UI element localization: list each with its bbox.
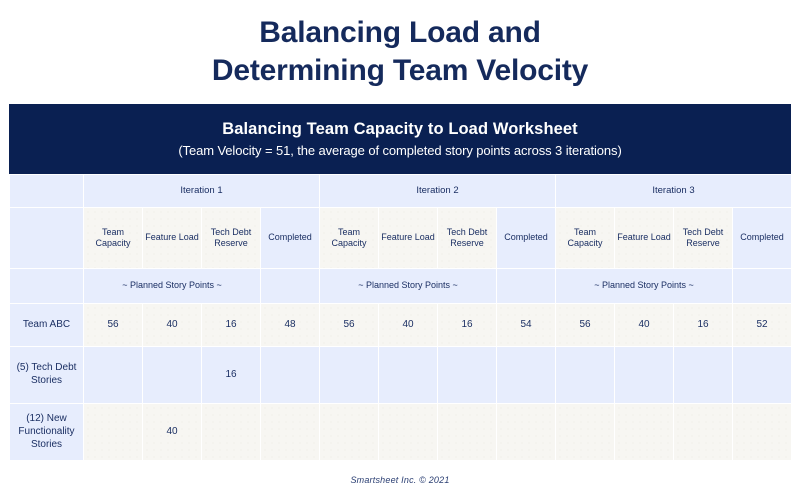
table-row: Team ABC 56 40 16 48 56 40 16 54 56 40 1… — [9, 303, 792, 348]
cell-r1-c9[interactable] — [614, 346, 674, 405]
cell-r0-c4[interactable]: 56 — [319, 303, 379, 348]
subheader-i2-completed: Completed — [496, 207, 556, 270]
cell-r0-c2[interactable]: 16 — [201, 303, 261, 348]
cell-r1-c11[interactable] — [732, 346, 792, 405]
cell-r0-c3[interactable]: 48 — [260, 303, 320, 348]
subheader-i1-completed: Completed — [260, 207, 320, 270]
worksheet: Balancing Team Capacity to Load Workshee… — [9, 103, 792, 462]
planned-spacer-3 — [732, 268, 792, 305]
cell-r0-c7[interactable]: 54 — [496, 303, 556, 348]
cell-r1-c4[interactable] — [319, 346, 379, 405]
subheader-i3-team-capacity: Team Capacity — [555, 207, 615, 270]
page-title: Balancing Load and Determining Team Velo… — [0, 0, 800, 91]
planned-spacer-1 — [260, 268, 320, 305]
cell-r2-c0[interactable] — [83, 403, 143, 462]
iteration-header-3: Iteration 3 — [555, 174, 792, 209]
cell-r2-c4[interactable] — [319, 403, 379, 462]
page-title-line-2: Determining Team Velocity — [211, 54, 589, 88]
cell-r2-c5[interactable] — [378, 403, 438, 462]
cell-r1-c1[interactable] — [142, 346, 202, 405]
planned-story-points-2: ~ Planned Story Points ~ — [319, 268, 497, 305]
cell-r2-c8[interactable] — [555, 403, 615, 462]
cell-r2-c7[interactable] — [496, 403, 556, 462]
cell-r2-c2[interactable] — [201, 403, 261, 462]
subheader-i3-feature-load: Feature Load — [614, 207, 674, 270]
planned-story-points-1: ~ Planned Story Points ~ — [83, 268, 261, 305]
row-label-new-functionality-stories: (12) New Functionality Stories — [9, 403, 84, 462]
cell-r2-c11[interactable] — [732, 403, 792, 462]
cell-r0-c6[interactable]: 16 — [437, 303, 497, 348]
table-corner-cell-2 — [9, 207, 84, 270]
iteration-header-2: Iteration 2 — [319, 174, 556, 209]
subheader-i1-tech-debt-reserve: Tech Debt Reserve — [201, 207, 261, 270]
table-corner-cell-3 — [9, 268, 84, 305]
table-row: (12) New Functionality Stories 40 — [9, 403, 792, 462]
cell-r1-c0[interactable] — [83, 346, 143, 405]
cell-r0-c8[interactable]: 56 — [555, 303, 615, 348]
page-title-line-1: Balancing Load and — [259, 16, 541, 49]
table-row-iteration-headers: Iteration 1 Iteration 2 Iteration 3 — [9, 174, 792, 209]
cell-r0-c5[interactable]: 40 — [378, 303, 438, 348]
planned-story-points-3: ~ Planned Story Points ~ — [555, 268, 733, 305]
cell-r1-c5[interactable] — [378, 346, 438, 405]
cell-r1-c2[interactable]: 16 — [201, 346, 261, 405]
planned-spacer-2 — [496, 268, 556, 305]
cell-r0-c1[interactable]: 40 — [142, 303, 202, 348]
banner-title: Balancing Team Capacity to Load Workshee… — [222, 119, 578, 138]
banner-subtitle: (Team Velocity = 51, the average of comp… — [178, 143, 622, 159]
worksheet-banner: Balancing Team Capacity to Load Workshee… — [9, 103, 791, 175]
subheader-i2-tech-debt-reserve: Tech Debt Reserve — [437, 207, 497, 270]
cell-r1-c6[interactable] — [437, 346, 497, 405]
subheader-i2-team-capacity: Team Capacity — [319, 207, 379, 270]
capacity-load-table: Iteration 1 Iteration 2 Iteration 3 Team… — [9, 174, 792, 462]
cell-r0-c11[interactable]: 52 — [732, 303, 792, 348]
footer-copyright: Smartsheet Inc. © 2021 — [350, 475, 450, 486]
cell-r2-c9[interactable] — [614, 403, 674, 462]
table-row-sub-headers: Team Capacity Feature Load Tech Debt Res… — [9, 207, 792, 270]
table-row: (5) Tech Debt Stories 16 — [9, 346, 792, 405]
cell-r0-c10[interactable]: 16 — [673, 303, 733, 348]
cell-r2-c3[interactable] — [260, 403, 320, 462]
subheader-i3-completed: Completed — [732, 207, 792, 270]
cell-r2-c6[interactable] — [437, 403, 497, 462]
cell-r1-c3[interactable] — [260, 346, 320, 405]
table-row-planned-story-points: ~ Planned Story Points ~ ~ Planned Story… — [9, 268, 792, 305]
cell-r2-c10[interactable] — [673, 403, 733, 462]
cell-r0-c9[interactable]: 40 — [614, 303, 674, 348]
cell-r2-c1[interactable]: 40 — [142, 403, 202, 462]
row-label-tech-debt-stories: (5) Tech Debt Stories — [9, 346, 84, 405]
iteration-header-1: Iteration 1 — [83, 174, 320, 209]
cell-r1-c7[interactable] — [496, 346, 556, 405]
cell-r0-c0[interactable]: 56 — [83, 303, 143, 348]
subheader-i3-tech-debt-reserve: Tech Debt Reserve — [673, 207, 733, 270]
subheader-i2-feature-load: Feature Load — [378, 207, 438, 270]
subheader-i1-feature-load: Feature Load — [142, 207, 202, 270]
row-label-team-abc: Team ABC — [9, 303, 84, 348]
table-corner-cell — [9, 174, 84, 209]
cell-r1-c8[interactable] — [555, 346, 615, 405]
subheader-i1-team-capacity: Team Capacity — [83, 207, 143, 270]
cell-r1-c10[interactable] — [673, 346, 733, 405]
